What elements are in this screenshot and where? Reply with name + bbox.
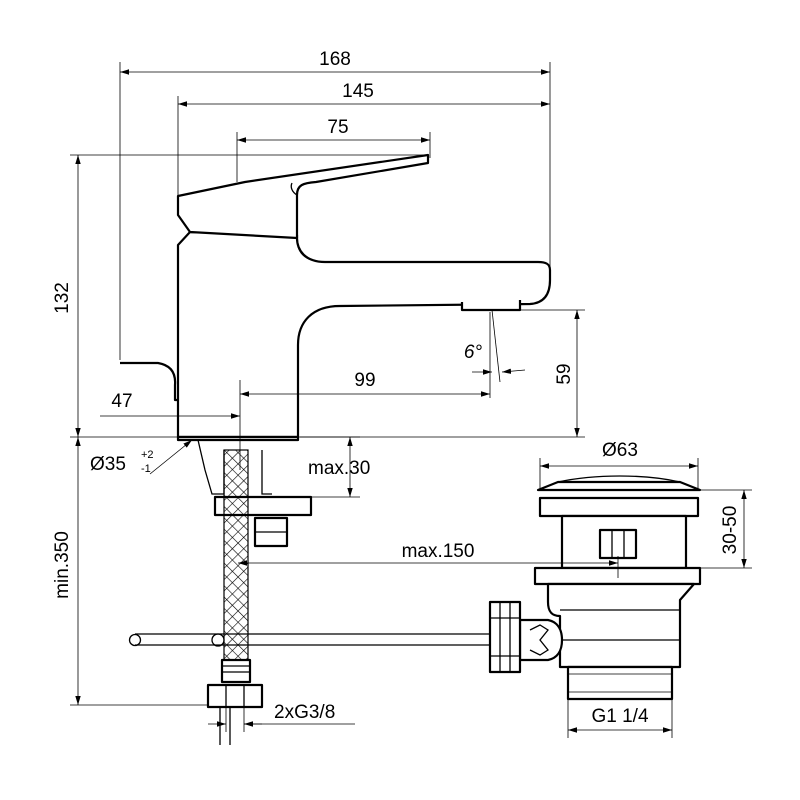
dim-angle: 6° bbox=[464, 342, 483, 363]
dim-47: 47 bbox=[111, 391, 132, 412]
dim-99: 99 bbox=[354, 370, 375, 391]
dimension-labels: 168 145 75 132 47 99 59 6° Ø35 +2 -1 max… bbox=[52, 49, 741, 727]
dim-min-350: min.350 bbox=[52, 531, 73, 599]
dim-max-30: max.30 bbox=[308, 458, 370, 479]
waste-valve bbox=[488, 475, 702, 701]
installation-parts bbox=[128, 439, 490, 745]
dimension-lines bbox=[70, 62, 752, 738]
dim-59: 59 bbox=[554, 363, 575, 384]
dim-132: 132 bbox=[52, 282, 73, 314]
dim-waste-range: 30-50 bbox=[720, 506, 741, 555]
dim-hole-tol-plus: +2 bbox=[141, 449, 154, 461]
dim-waste-diameter: Ø63 bbox=[602, 440, 638, 461]
dim-145: 145 bbox=[342, 81, 374, 102]
dim-hole-tol-minus: -1 bbox=[141, 463, 151, 475]
faucet-body bbox=[120, 153, 552, 442]
dim-hole-diameter: Ø35 bbox=[90, 454, 126, 475]
dim-connections: 2xG3/8 bbox=[274, 702, 335, 723]
dim-waste-thread: G1 1/4 bbox=[591, 706, 648, 727]
dim-75: 75 bbox=[327, 117, 348, 138]
dim-max-150: max.150 bbox=[402, 541, 475, 562]
dim-168: 168 bbox=[319, 49, 351, 70]
